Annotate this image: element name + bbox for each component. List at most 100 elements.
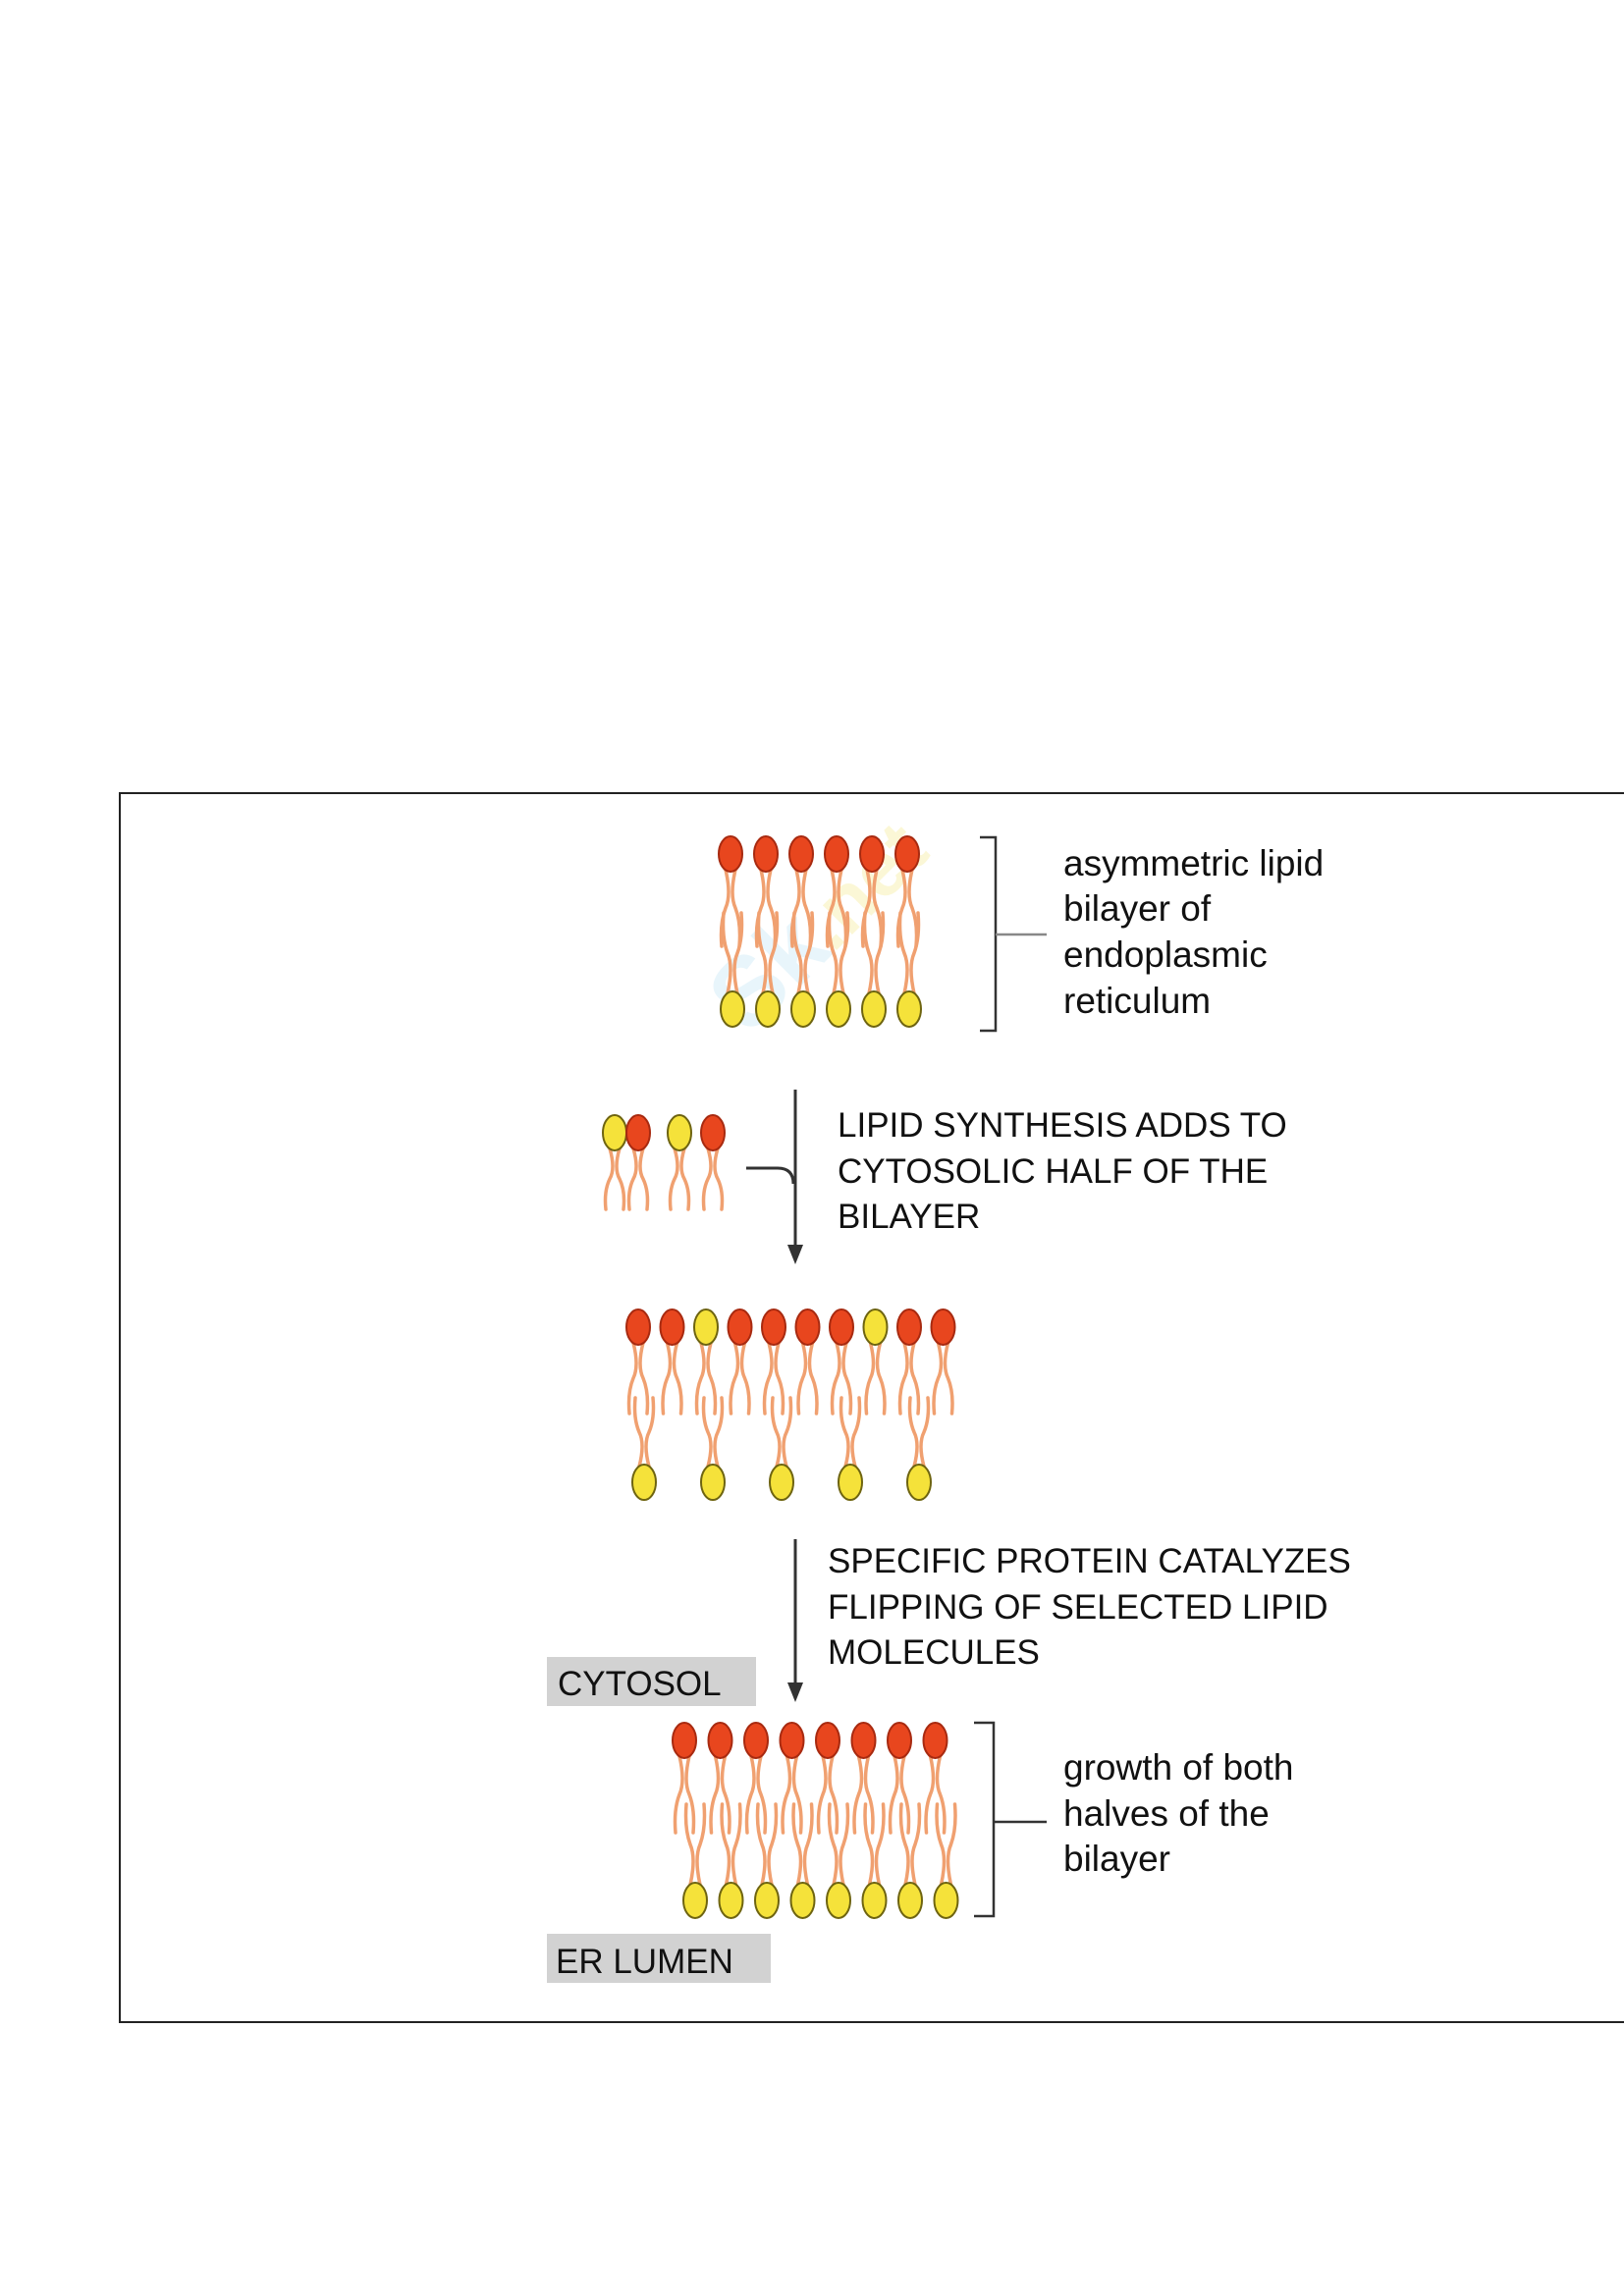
label-asymmetric: asymmetric lipid bilayer of endoplasmic … [1063,843,1334,1021]
top-lipid-head [788,835,814,873]
bottom-lipid-head [933,1882,959,1919]
top-lipid-head [743,1722,769,1759]
top-lipid-head [718,835,743,873]
top-lipid-head [922,1722,948,1759]
grown-bilayer [672,1722,959,1919]
top-lipid-tail [852,1754,875,1835]
new-lipid-head [667,1114,692,1151]
top-lipid-head [896,1308,922,1346]
top-lipid-tail [626,1341,650,1415]
bottom-lipid-head [789,1882,816,1919]
top-lipid-head [930,1308,956,1346]
bottom-lipid-tail [898,1802,922,1887]
bilayer-after-synthesis [625,1308,956,1501]
bottom-lipid-head [838,1464,863,1501]
top-lipid-head [707,1722,733,1759]
bottom-lipid-tail [791,911,815,995]
bottom-lipid-head [861,990,887,1028]
bottom-lipid-tail [897,911,921,995]
top-lipid-tail [796,1341,819,1415]
top-lipid-tail [729,1341,751,1415]
top-lipid-head [727,1308,753,1346]
top-lipid-tail [661,1341,683,1415]
asymmetric-bilayer [718,835,922,1028]
bottom-lipid-head [790,990,816,1028]
top-lipid-head [894,835,920,873]
top-lipid-tail [673,1754,696,1835]
new-lipid-head [602,1114,627,1151]
top-lipid-head [659,1308,685,1346]
bottom-lipid-tail [770,1396,793,1468]
top-lipid-head [779,1722,805,1759]
bottom-lipid-head [769,1464,794,1501]
top-lipid-head [761,1308,786,1346]
label-lipid-synthesis: LIPID SYNTHESIS ADDS TO CYTOSOLIC HALF O… [838,1106,1296,1236]
top-lipid-tail [830,1341,853,1415]
bottom-lipid-head [631,1464,657,1501]
bottom-lipid-head [826,990,851,1028]
bottom-lipid-tail [827,1802,850,1887]
new-lipid-tail [668,1147,691,1211]
top-lipid-head [693,1308,719,1346]
label-flipping: SPECIFIC PROTEIN CATALYZES FLIPPING OF S… [828,1542,1361,1672]
top-lipid-head [887,1722,912,1759]
bottom-lipid-tail [862,911,886,995]
bottom-lipid-head [826,1882,851,1919]
bottom-lipid-head [755,990,781,1028]
new-lipid-head [625,1114,651,1151]
top-lipid-tail [888,1754,911,1835]
top-lipid-tail [709,1754,731,1835]
top-lipid-tail [816,1754,839,1835]
bottom-lipid-head [896,990,922,1028]
svg-text:ER LUMEN: ER LUMEN [556,1943,733,1981]
bracket-asymmetric [980,835,1047,1033]
bottom-lipid-tail [683,1802,707,1887]
bottom-lipid-tail [755,1802,779,1887]
bottom-lipid-tail [907,1396,931,1468]
new-lipid-tail [626,1147,650,1211]
bottom-lipid-head [861,1882,888,1919]
svg-text:CYTOSOL: CYTOSOL [558,1665,722,1703]
top-lipid-head [859,835,885,873]
bottom-lipid-tail [863,1802,886,1887]
bottom-lipid-tail [935,1802,957,1887]
top-lipid-head [672,1722,697,1759]
top-lipid-head [625,1308,651,1346]
top-lipid-tail [762,1341,785,1415]
bottom-lipid-tail [721,911,744,995]
bottom-lipid-head [906,1464,932,1501]
top-lipid-tail [924,1754,947,1835]
figure-frame [119,792,1624,2023]
newly-synthesized-lipids [602,1114,726,1211]
top-lipid-tail [744,1754,768,1835]
bottom-lipid-tail [720,1802,742,1887]
bottom-lipid-head [700,1464,726,1501]
top-lipid-tail [897,1341,921,1415]
arrow-flipping [787,1539,803,1702]
bracket-growth [974,1721,1047,1918]
top-lipid-head [862,1308,889,1346]
compartment-cytosol: CYTOSOL [547,1657,756,1706]
top-lipid-head [824,835,849,873]
bottom-lipid-head [754,1882,780,1919]
top-lipid-head [794,1308,821,1346]
top-lipid-head [815,1722,840,1759]
bottom-lipid-tail [632,1396,656,1468]
new-lipid-tail [701,1147,725,1211]
top-lipid-tail [694,1341,718,1415]
new-lipid-head [700,1114,726,1151]
arrow-lipid-synthesis [746,1090,803,1264]
label-growth: growth of both halves of the bilayer [1063,1747,1304,1879]
bottom-lipid-tail [827,911,850,995]
top-lipid-head [753,835,779,873]
top-lipid-head [829,1308,854,1346]
top-lipid-head [850,1722,877,1759]
bottom-lipid-tail [791,1802,814,1887]
bottom-lipid-tail [701,1396,725,1468]
bottom-lipid-head [682,1882,708,1919]
bottom-lipid-tail [756,911,780,995]
new-lipid-tail [603,1147,626,1211]
top-lipid-tail [781,1754,803,1835]
top-lipid-tail [932,1341,954,1415]
